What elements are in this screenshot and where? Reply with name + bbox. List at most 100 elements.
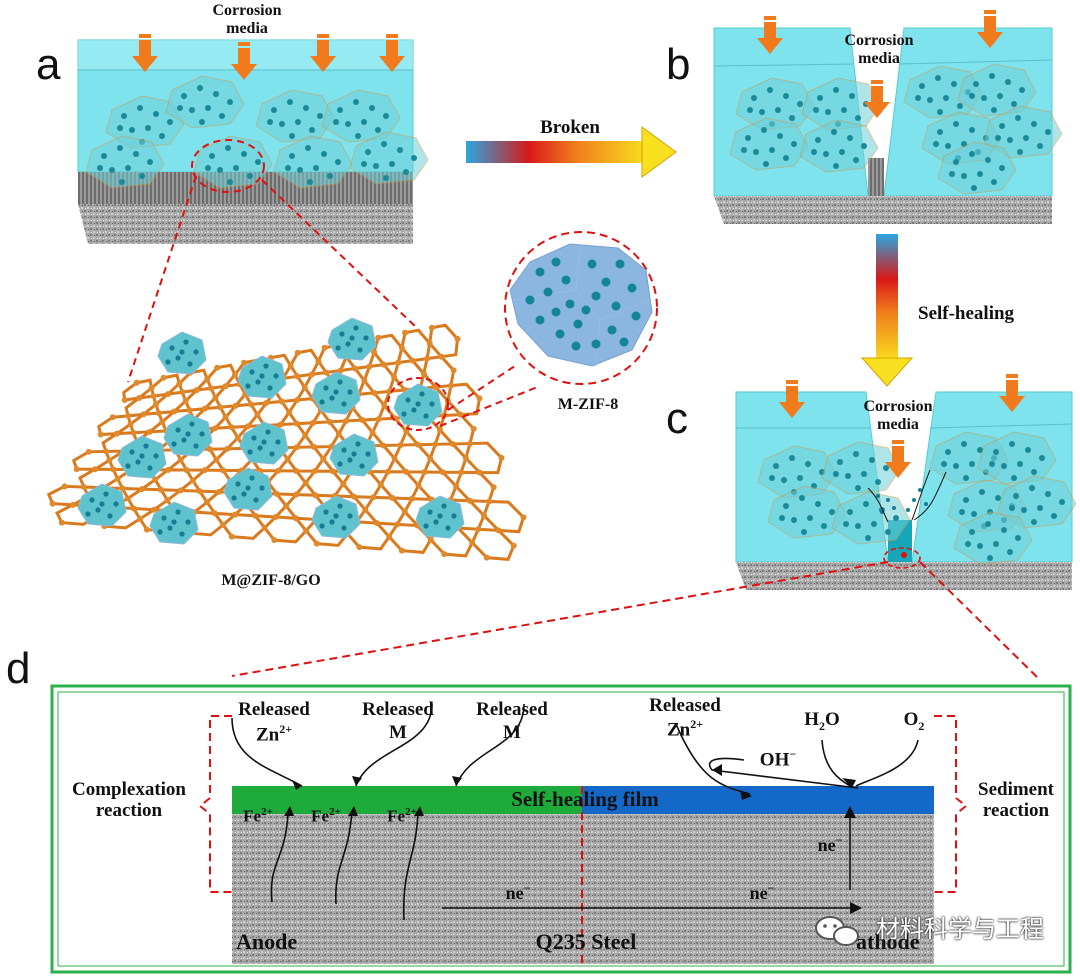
graphene-atom: [373, 520, 380, 527]
graphene-atom: [164, 497, 171, 504]
graphene-atom: [177, 456, 184, 463]
graphene-atom: [510, 542, 517, 549]
graphene-atom: [377, 481, 384, 488]
graphene-atom: [164, 391, 171, 398]
graphene-atom: [294, 397, 301, 404]
self-healing-film-label: Self-healing film: [511, 787, 659, 811]
graphene-atom: [466, 497, 473, 504]
graphene-atom: [224, 445, 231, 452]
graphene-atom: [283, 502, 290, 509]
m-label-1: M: [389, 722, 407, 743]
graphene-atom: [189, 477, 196, 484]
graphene-atom: [146, 428, 153, 435]
graphene-atom: [302, 479, 309, 486]
graphene-atom: [284, 456, 291, 463]
graphene-atom: [432, 384, 439, 391]
graphene-atom: [207, 446, 213, 453]
graphene-atom: [398, 344, 405, 351]
graphene-atom: [248, 401, 255, 408]
graphene-atom: [380, 361, 387, 368]
graphene-atom: [286, 409, 293, 416]
graphene-atom: [498, 454, 505, 461]
graphene-atom: [427, 455, 434, 462]
graphene-atom: [321, 344, 328, 351]
zn-ion-right: Zn2+: [666, 717, 704, 741]
graphene-atom: [110, 466, 117, 473]
graphene-atom: [293, 467, 300, 474]
graphene-atom: [155, 409, 162, 416]
graphene-atom: [402, 329, 409, 336]
graphene-atom: [315, 358, 322, 365]
graphene-atom: [228, 533, 235, 540]
graphene-atom: [263, 399, 270, 406]
graphene-atom: [362, 506, 369, 513]
steel-substrate: [232, 812, 934, 964]
graphene-atom: [275, 467, 282, 474]
corrosion-media-label-c: Corrosion media: [863, 398, 933, 433]
film-blue: [582, 786, 934, 814]
graphene-atom: [320, 455, 327, 462]
graphene-atom: [312, 492, 319, 499]
fe-ion-2: Fe2+: [311, 806, 341, 826]
graphene-atom: [467, 440, 473, 447]
graphene-atom: [182, 397, 189, 404]
wechat-logo-icon: [815, 916, 859, 946]
corrosion-media-label-a: Corrosion media: [212, 2, 282, 37]
graphene-atom: [140, 411, 147, 418]
panel-letter-d: d: [6, 644, 31, 693]
graphene-atom: [356, 544, 363, 551]
graphene-atom: [371, 349, 378, 356]
released-m-label-1: Released: [362, 699, 434, 720]
graphene-atom: [217, 404, 224, 411]
graphene-atom: [177, 487, 184, 494]
graphene-atom: [326, 418, 333, 425]
graphene-atom: [287, 362, 294, 369]
graphene-atom: [294, 349, 301, 356]
graphene-atom: [311, 443, 317, 450]
graphene-atom: [359, 417, 366, 424]
released-zn-label-right: Released: [649, 695, 721, 716]
graphene-atom: [408, 495, 415, 502]
graphene-atom: [252, 512, 259, 519]
graphene-atom: [183, 467, 190, 474]
graphene-atom: [490, 484, 497, 491]
graphene-atom: [389, 495, 396, 502]
panel-letter-c: c: [666, 394, 688, 443]
graphene-atom: [150, 506, 157, 513]
graphene-atom: [483, 554, 490, 561]
graphene-atom: [277, 421, 284, 428]
graphene-atom: [453, 483, 460, 490]
graphene-atom: [124, 495, 131, 502]
graphene-atom: [293, 420, 300, 427]
graphene-atom: [294, 373, 301, 380]
graphene-atom: [293, 491, 300, 498]
graphene-atom: [457, 411, 464, 418]
graphene-atom: [220, 467, 227, 474]
panel-letter-a: a: [36, 40, 61, 89]
anode-label: Anode: [236, 929, 298, 954]
graphene-atom: [375, 334, 382, 341]
graphene-atom: [222, 414, 229, 421]
graphene-atom: [439, 469, 446, 476]
graphene-atom: [438, 353, 445, 360]
self-healing-label: Self-healing: [918, 303, 1015, 324]
graphene-atom: [130, 505, 137, 512]
graphene-atom: [61, 483, 68, 490]
graphene-atom: [495, 527, 502, 534]
graphene-atom: [272, 514, 279, 521]
graphene-atom: [323, 369, 330, 376]
graphene-atom: [228, 424, 235, 431]
graphene-atom: [330, 468, 337, 475]
graphene-atom: [293, 444, 300, 451]
graphene-atom: [114, 430, 121, 437]
graphene-atom: [391, 374, 398, 381]
graphene-atom: [220, 521, 227, 528]
graphene-atom: [58, 519, 65, 526]
zoom-circle-c: [883, 547, 921, 569]
graphene-atom: [137, 515, 144, 522]
graphene-atom: [271, 537, 278, 544]
m-zif8-label: M-ZIF-8: [557, 396, 619, 413]
sediment-reaction-label: Sediment reaction: [978, 779, 1054, 821]
graphene-atom: [303, 527, 310, 534]
